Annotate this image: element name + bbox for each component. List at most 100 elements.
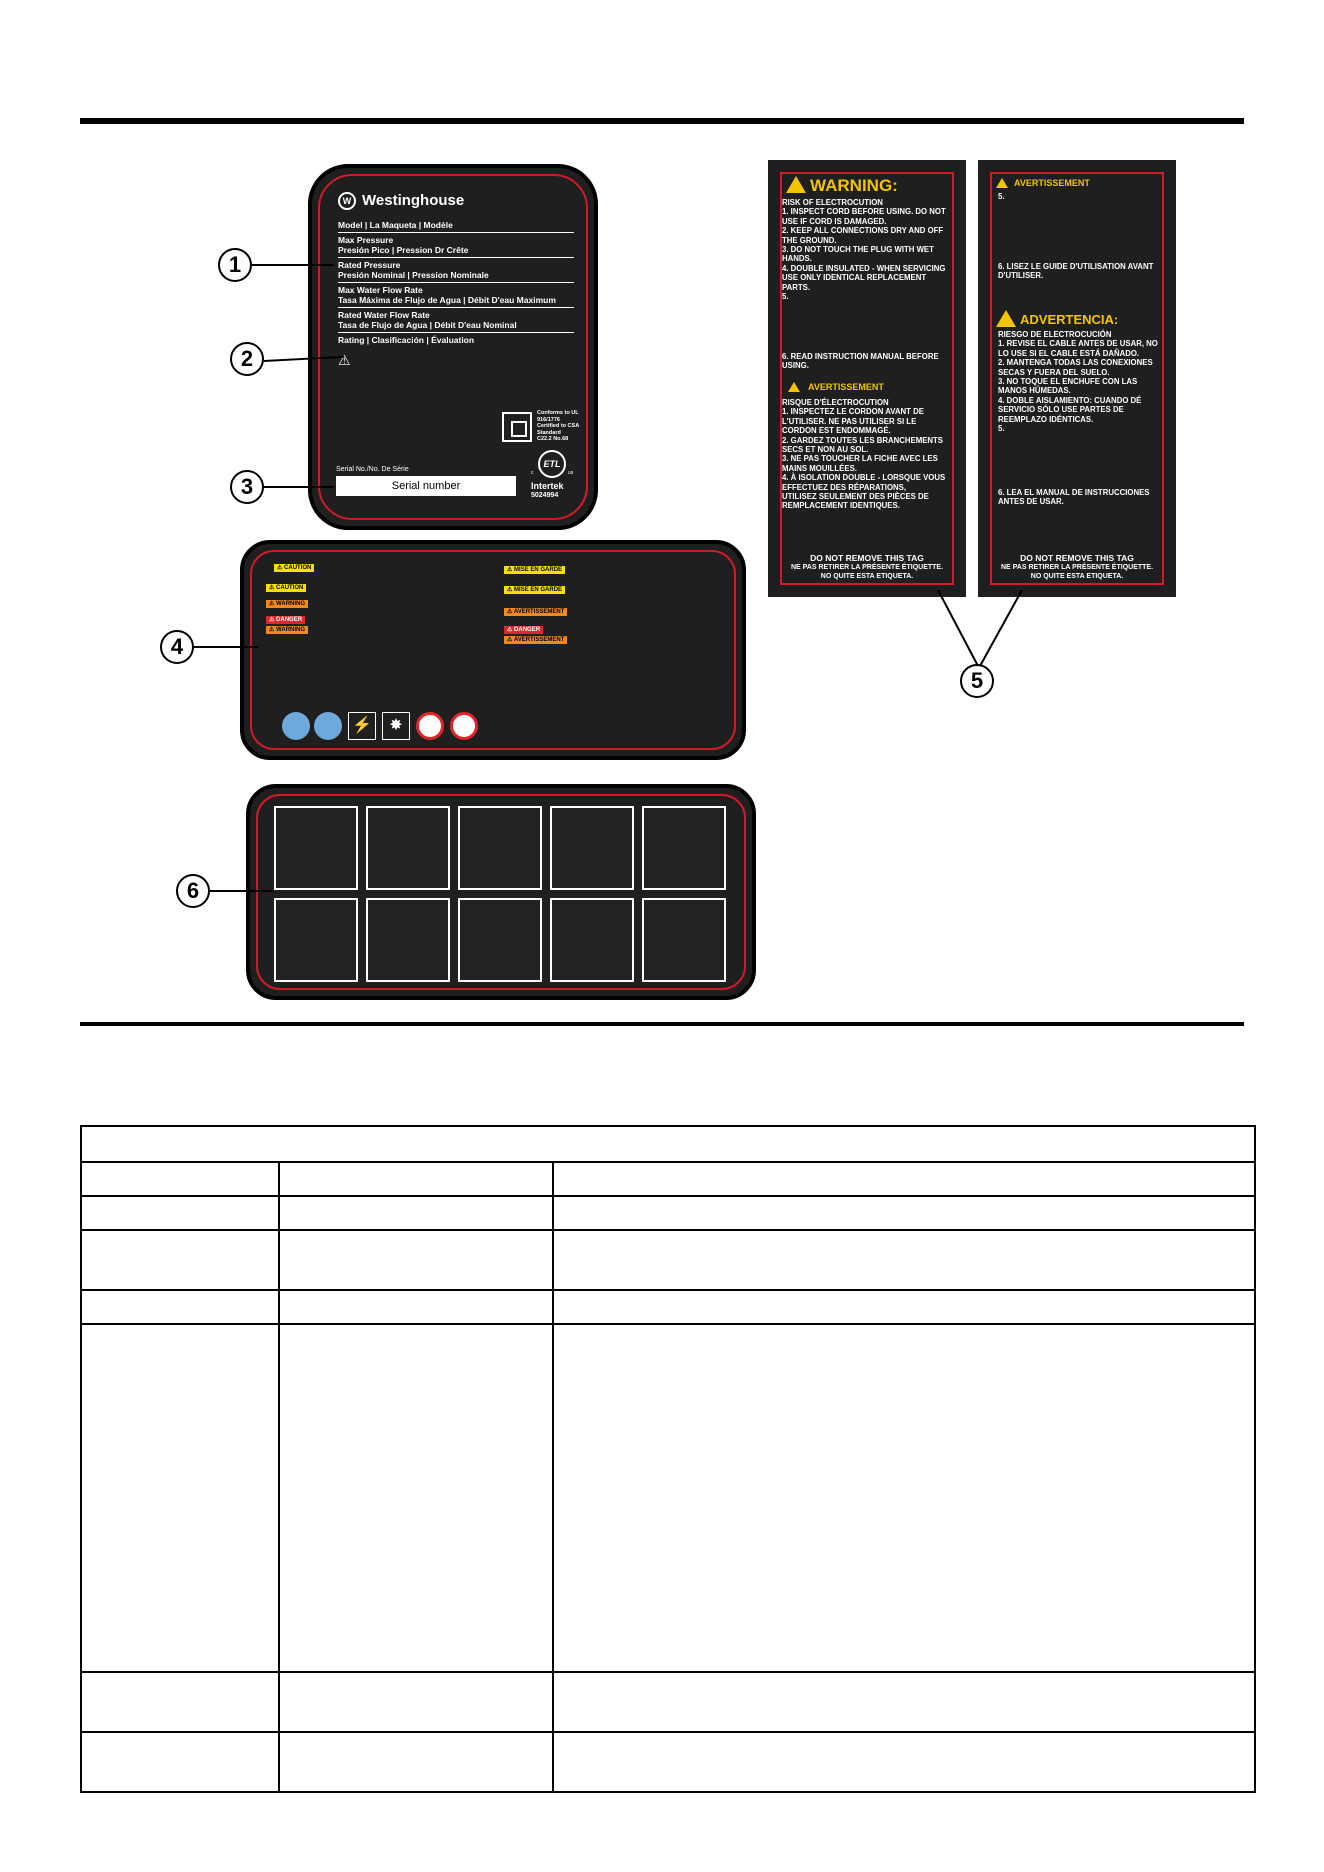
etl-us-mark: us (568, 470, 574, 476)
pill-danger: ⚠ DANGER (266, 616, 306, 624)
etl-c-mark: c (531, 470, 534, 476)
rating-row-rated-pressure: Rated Pressure Presión Nominal | Pressio… (338, 260, 489, 280)
tag-right-body-3: RIESGO DE ELECTROCUCIÓN 1. REVISE EL CAB… (998, 330, 1158, 434)
conformity-text: Conforms to UL 916/1776 Certified to CSA… (537, 410, 580, 442)
rating-row-rated-flow-es: Tasa de Flujo de Agua | Débit D'eau Nomi… (338, 320, 517, 330)
rating-row-max-pressure-es: Presión Pico | Pression Dr Crête (338, 245, 469, 255)
table-cell (80, 1289, 280, 1325)
tag-left-heading-2: AVERTISSEMENT (808, 382, 884, 392)
warning-triangle-icon (788, 382, 800, 392)
pill-mise-en-garde-2: ⚠ MISE EN GARDE (504, 586, 566, 594)
rating-row-max-flow: Max Water Flow Rate Tasa Máxima de Flujo… (338, 285, 556, 305)
serial-label: Serial No./No. De Série (336, 466, 409, 473)
rating-row-rated-pressure-en: Rated Pressure (338, 260, 401, 270)
tag-right-body-4: 6. LEA EL MANUAL DE INSTRUCCIONES ANTES … (998, 488, 1150, 507)
table-cell (552, 1731, 1256, 1793)
table-cell (278, 1731, 554, 1793)
step-9-pictogram (550, 898, 634, 982)
tag-left-footer-1: DO NOT REMOVE THIS TAG (810, 553, 924, 563)
rating-label-border (318, 174, 588, 520)
pill-mise-en-garde-1: ⚠ MISE EN GARDE (504, 566, 566, 574)
read-manual-icon (282, 712, 310, 740)
table-header-row (80, 1125, 1256, 1163)
rating-label: W Westinghouse Model | La Maqueta | Modè… (308, 164, 598, 530)
serial-number-text: Serial number (391, 480, 461, 492)
table-row (80, 1161, 1256, 1197)
spray-hazard-icon: ✸ (382, 712, 410, 740)
etl-mark-icon: ETL (538, 450, 566, 478)
rating-row-rating-text: Rating | Clasificación | Évaluation (338, 335, 475, 345)
table-cell (80, 1229, 280, 1291)
no-disposal-icon (450, 712, 478, 740)
table-cell (552, 1671, 1256, 1733)
table-row (80, 1229, 1256, 1291)
warning-tag-french-spanish: AVERTISSEMENT 5. 6. LISEZ LE GUIDE D'UTI… (978, 160, 1176, 597)
separator (338, 257, 574, 258)
callout-3: 3 (230, 470, 264, 504)
operation-label (246, 784, 756, 1000)
rating-row-rated-pressure-es: Presión Nominal | Pression Nominale (338, 270, 489, 280)
serial-number-box: Serial number (336, 476, 516, 496)
table-cell (552, 1161, 1256, 1197)
callout-4-leader (194, 646, 258, 648)
rating-row-max-pressure-en: Max Pressure (338, 235, 394, 245)
tag-right-footer-2: NE PAS RETIRER LA PRÉSENTE ÉTIQUETTE. NO… (1000, 564, 1154, 580)
intertek-text: Intertek (531, 481, 564, 491)
tag-left-body-3: RISQUE D'ÉLECTROCUTION 1. INSPECTEZ LE C… (782, 398, 946, 511)
step-5-pictogram (642, 806, 726, 890)
rating-row-model: Model | La Maqueta | Modèle (338, 220, 453, 230)
rating-row-rated-flow-en: Rated Water Flow Rate (338, 310, 430, 320)
step-3-pictogram (458, 806, 542, 890)
table-cell (278, 1195, 554, 1231)
table-cell (278, 1671, 554, 1733)
intertek-number: 5024994 (531, 492, 559, 499)
pill-warning-1: ⚠ WARNING (266, 600, 309, 608)
table-cell (80, 1323, 280, 1673)
pill-caution-2: ⚠ CAUTION (266, 584, 307, 592)
step-10-pictogram (642, 898, 726, 982)
table-row (80, 1731, 1256, 1793)
brand-name: Westinghouse (362, 192, 465, 209)
pill-danger-fr: ⚠ DANGER (504, 626, 544, 634)
warning-triangle-icon (996, 178, 1008, 188)
callout-6: 6 (176, 874, 210, 908)
step-4-pictogram (550, 806, 634, 890)
eye-protection-icon (314, 712, 342, 740)
callout-1: 1 (218, 248, 252, 282)
table-cell (278, 1229, 554, 1291)
separator (338, 307, 574, 308)
callout-2: 2 (230, 342, 264, 376)
warning-tag-english: WARNING: RISK OF ELECTROCUTION 1. INSPEC… (768, 160, 966, 597)
step-7-pictogram (366, 898, 450, 982)
table-cell (278, 1161, 554, 1197)
table-cell (80, 1731, 280, 1793)
callout-6-leader (210, 890, 274, 892)
rating-row-rated-flow: Rated Water Flow Rate Tasa de Flujo de A… (338, 310, 517, 330)
warning-triangle-icon: ⚠ (338, 352, 351, 368)
warning-label-border (250, 550, 736, 750)
step-1-pictogram (274, 806, 358, 890)
tag-right-footer-1: DO NOT REMOVE THIS TAG (1020, 553, 1134, 563)
top-rule (80, 118, 1244, 124)
rating-row-rating: Rating | Clasificación | Évaluation (338, 335, 474, 345)
tag-right-heading: AVERTISSEMENT (1014, 178, 1090, 188)
specification-table (80, 1125, 1256, 1793)
table-cell (552, 1289, 1256, 1325)
electrocution-hazard-icon: ⚡ (348, 712, 376, 740)
rating-row-max-flow-en: Max Water Flow Rate (338, 285, 423, 295)
step-2-pictogram (366, 806, 450, 890)
tag-right-body-2: 6. LISEZ LE GUIDE D'UTILISATION AVANT D'… (998, 262, 1154, 281)
tag-left-body-1: RISK OF ELECTROCUTION 1. INSPECT CORD BE… (782, 198, 946, 302)
pill-avertissement-2: ⚠ AVERTISSEMENT (504, 636, 568, 644)
callout-3-leader (264, 486, 334, 488)
tag-right-heading-2: ADVERTENCIA: (1020, 312, 1119, 327)
table-cell (80, 1195, 280, 1231)
callout-5-leaders (937, 590, 1023, 667)
rating-row-model-text: Model | La Maqueta | Modèle (338, 220, 453, 230)
no-children-icon (416, 712, 444, 740)
table-cell (278, 1323, 554, 1673)
tag-left-footer-2: NE PAS RETIRER LA PRÉSENTE ÉTIQUETTE. NO… (790, 564, 944, 580)
table-cell (80, 1671, 280, 1733)
table-row (80, 1289, 1256, 1325)
rating-row-max-pressure: Max Pressure Presión Pico | Pression Dr … (338, 235, 468, 255)
